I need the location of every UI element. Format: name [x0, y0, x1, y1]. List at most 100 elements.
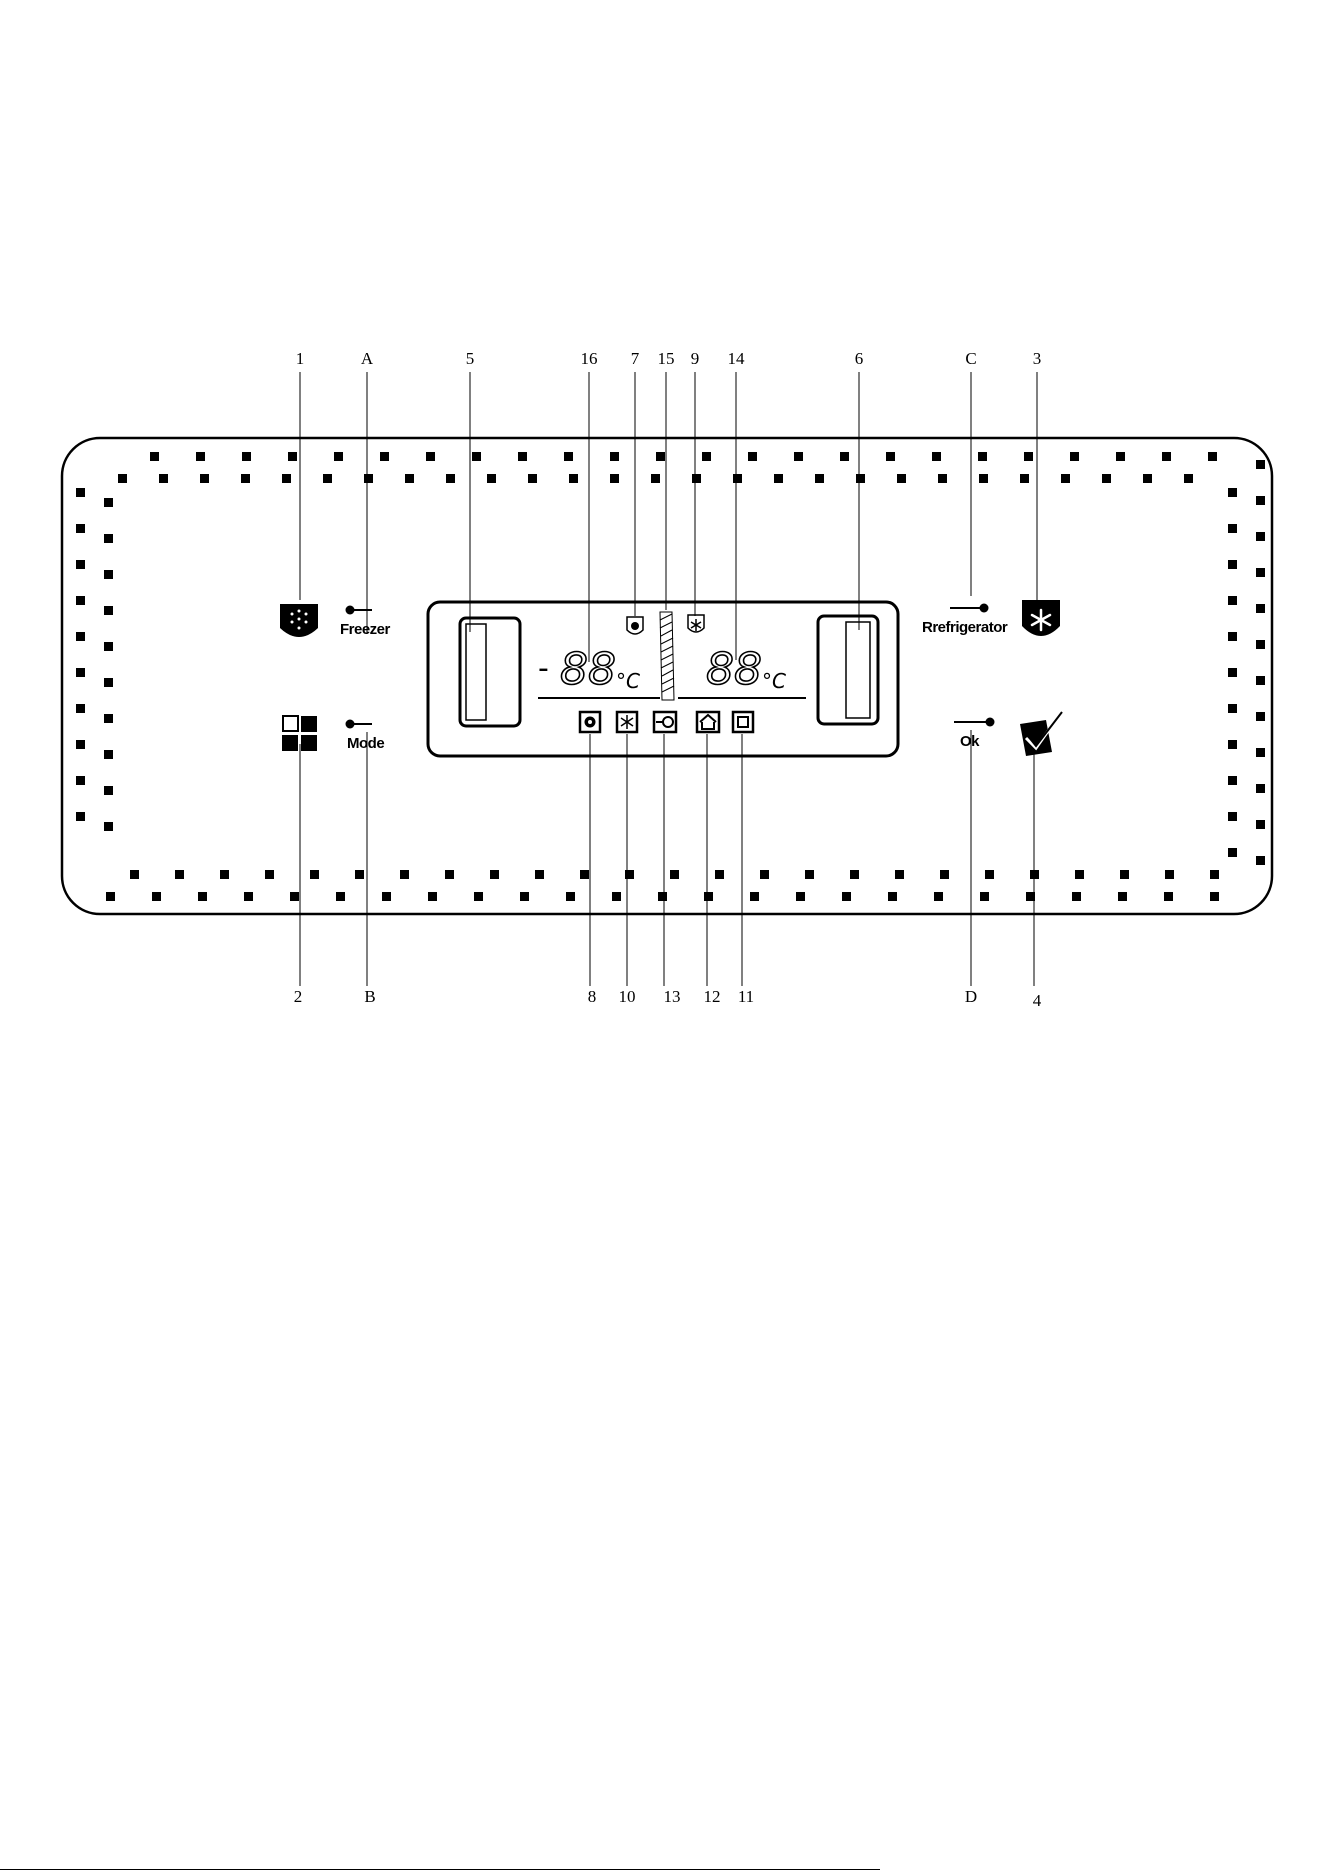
border-dot: [1256, 784, 1265, 793]
freezer-temp-sign: -: [538, 651, 549, 686]
border-dot: [815, 474, 824, 483]
border-dot: [566, 892, 575, 901]
border-dot: [1162, 452, 1171, 461]
freezer-label: Freezer: [340, 621, 391, 638]
border-dot: [355, 870, 364, 879]
freezer-temp-digits: 88: [560, 644, 616, 695]
border-dot: [1210, 892, 1219, 901]
border-dot: [1061, 474, 1070, 483]
mode-label-group: Mode: [346, 720, 385, 753]
border-dot: [1256, 496, 1265, 505]
border-dot: [426, 452, 435, 461]
border-dot: [656, 452, 665, 461]
border-dot: [104, 750, 113, 759]
border-dot: [748, 452, 757, 461]
border-dot: [856, 474, 865, 483]
super-cool-icon: [617, 712, 637, 732]
border-dot: [979, 474, 988, 483]
freezer-button[interactable]: [280, 604, 318, 637]
ok-label-group: Ok: [954, 718, 995, 751]
border-dot: [380, 452, 389, 461]
border-dot: [612, 892, 621, 901]
border-dot: [750, 892, 759, 901]
border-dot: [106, 892, 115, 901]
border-dot: [130, 870, 139, 879]
off-icon: [733, 712, 753, 732]
border-dot: [336, 892, 345, 901]
callout-16: 16: [581, 349, 598, 368]
border-dot: [704, 892, 713, 901]
border-dot: [1116, 452, 1125, 461]
refrigerator-button[interactable]: [1022, 600, 1060, 636]
fridge-indicator-icon: [688, 615, 704, 632]
holiday-icon: [654, 712, 676, 732]
border-dot: [104, 606, 113, 615]
border-dot: [940, 870, 949, 879]
border-dot: [1070, 452, 1079, 461]
fridge-temp-digits: 88: [706, 644, 762, 695]
freezer-level-indicator: [460, 618, 520, 726]
callout-5: 5: [466, 349, 475, 368]
lcd-display: - 88 °C 88 °C: [428, 602, 898, 756]
border-dot: [1228, 524, 1237, 533]
callout-2: 2: [294, 987, 303, 1006]
border-dot: [1184, 474, 1193, 483]
mode-label: Mode: [347, 735, 384, 752]
border-dot: [76, 740, 85, 749]
border-dot: [200, 474, 209, 483]
callout-13: 13: [664, 987, 681, 1006]
border-dot: [978, 452, 987, 461]
border-dot: [651, 474, 660, 483]
callout-1: 1: [296, 349, 305, 368]
border-dot: [490, 870, 499, 879]
border-dot: [1210, 870, 1219, 879]
border-dot: [886, 452, 895, 461]
border-dot: [152, 892, 161, 901]
border-dot: [76, 524, 85, 533]
border-dot: [76, 596, 85, 605]
border-dot: [1256, 640, 1265, 649]
border-dot: [842, 892, 851, 901]
border-dot: [1228, 668, 1237, 677]
border-dot: [670, 870, 679, 879]
border-dot: [1165, 870, 1174, 879]
callout-12: 12: [704, 987, 721, 1006]
border-dot: [658, 892, 667, 901]
border-dot: [446, 474, 455, 483]
border-dot: [1228, 776, 1237, 785]
border-dot: [610, 474, 619, 483]
border-dot: [1072, 892, 1081, 901]
callout-15: 15: [658, 349, 675, 368]
border-dot: [1208, 452, 1217, 461]
border-dot: [382, 892, 391, 901]
border-dot: [104, 570, 113, 579]
border-dot: [692, 474, 701, 483]
callout-A: A: [361, 349, 374, 368]
border-dot: [104, 822, 113, 831]
border-dot: [76, 560, 85, 569]
ok-button[interactable]: [1020, 712, 1062, 756]
callout-C: C: [965, 349, 976, 368]
border-dot: [1102, 474, 1111, 483]
border-dot: [702, 452, 711, 461]
border-dot: [400, 870, 409, 879]
border-dot: [760, 870, 769, 879]
ok-button-icon: [1020, 712, 1062, 756]
border-dot: [1228, 596, 1237, 605]
border-dot: [1228, 848, 1237, 857]
border-dot: [104, 534, 113, 543]
border-dot: [76, 704, 85, 713]
border-dot: [1228, 812, 1237, 821]
border-dot: [288, 452, 297, 461]
border-dot: [445, 870, 454, 879]
border-dot: [104, 642, 113, 651]
border-dot: [1120, 870, 1129, 879]
border-dot: [520, 892, 529, 901]
ok-label: Ok: [960, 733, 980, 750]
border-dot: [150, 452, 159, 461]
border-dot: [472, 452, 481, 461]
border-dot: [198, 892, 207, 901]
border-dot: [1228, 632, 1237, 641]
fridge-level-indicator: [818, 616, 878, 724]
vacation-icon: [697, 712, 719, 732]
